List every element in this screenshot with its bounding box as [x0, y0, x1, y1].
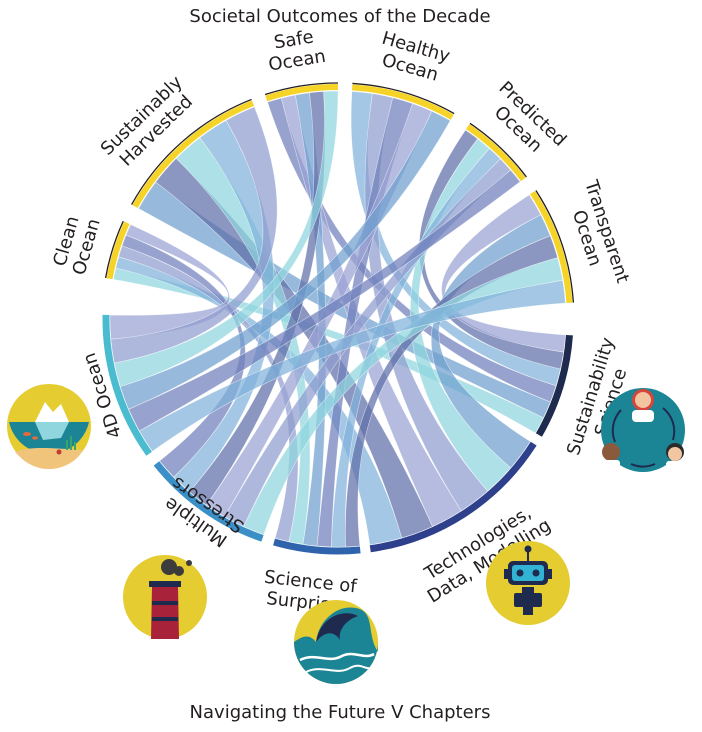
wave-curl: [316, 613, 358, 642]
seafloor-sand: [15, 448, 83, 470]
robot-ear-right: [548, 569, 552, 579]
arc-outline-clean: [104, 220, 124, 279]
wave-foam-2: [305, 664, 371, 673]
seaweed: [66, 436, 76, 450]
diagram-title: Societal Outcomes of the Decade: [189, 6, 490, 27]
icon-group: [7, 384, 685, 684]
iceberg-underwater: [35, 422, 69, 440]
arc-sustain: [535, 334, 573, 437]
arc-outline-predicted: [469, 122, 527, 178]
wave-foam: [299, 652, 375, 662]
robot-visor: [512, 565, 544, 581]
smoke-puff-1: [161, 559, 177, 575]
chimney-body: [151, 587, 179, 639]
chimney-band-2: [152, 617, 178, 621]
arc-outline-harvested: [131, 98, 252, 205]
scientist-coat-right: [666, 461, 684, 471]
arc-outline-safe: [264, 82, 339, 96]
scientist-coat-left: [602, 460, 620, 470]
robot-antenna-tip: [524, 545, 532, 553]
iceberg-top: [35, 402, 69, 422]
arc-safe: [265, 84, 339, 102]
robot-body: [514, 593, 542, 607]
arc-harvested: [132, 100, 255, 208]
robot-base: [523, 607, 533, 615]
arc-ocean4d: [102, 314, 152, 456]
ribbon-transparent-sustain: [441, 194, 566, 353]
scientist-face-left: [602, 443, 620, 461]
iceberg-seafloor-icon: [7, 384, 91, 470]
cycle-arrow-left: [611, 409, 622, 443]
fish-2: [32, 436, 38, 440]
arc-group: [102, 82, 575, 555]
arc-outline-healthy: [352, 82, 455, 115]
fish-1: [23, 432, 31, 436]
wave-icon: [294, 600, 378, 684]
crab: [56, 449, 62, 455]
robot-eye-left: [516, 569, 524, 577]
arc-predicted: [466, 124, 526, 182]
ribbon-group: [109, 90, 566, 548]
arc-healthy: [351, 84, 454, 120]
factory-chimney-icon: [123, 555, 207, 639]
smoke-puff-2: [174, 566, 184, 576]
robot-eye-right: [532, 569, 540, 577]
arc-transparent: [530, 191, 573, 304]
scientist-face-top: [635, 392, 651, 408]
bottom-title: Navigating the Future V Chapters: [190, 702, 491, 723]
robot-ear-left: [504, 569, 508, 579]
robot-neck: [522, 587, 534, 593]
scientist-coat-top: [632, 410, 654, 422]
arc-tech: [369, 441, 537, 553]
smoke-puff-3: [186, 560, 192, 566]
chimney-band-1: [152, 601, 178, 605]
robot-icon: [486, 541, 570, 625]
scientist-face-right: [668, 447, 682, 461]
scientists-cycle-icon: [601, 388, 685, 472]
cycle-arrow-right: [662, 407, 676, 441]
ribbon-transparent-ocean4d: [138, 279, 566, 452]
arc-clean: [106, 221, 130, 280]
arc-stress: [153, 461, 264, 542]
cycle-arrow-bottom: [630, 463, 656, 468]
chimney-cap: [149, 581, 181, 587]
arc-outline-transparent: [535, 190, 575, 303]
arc-surprise: [273, 538, 361, 555]
